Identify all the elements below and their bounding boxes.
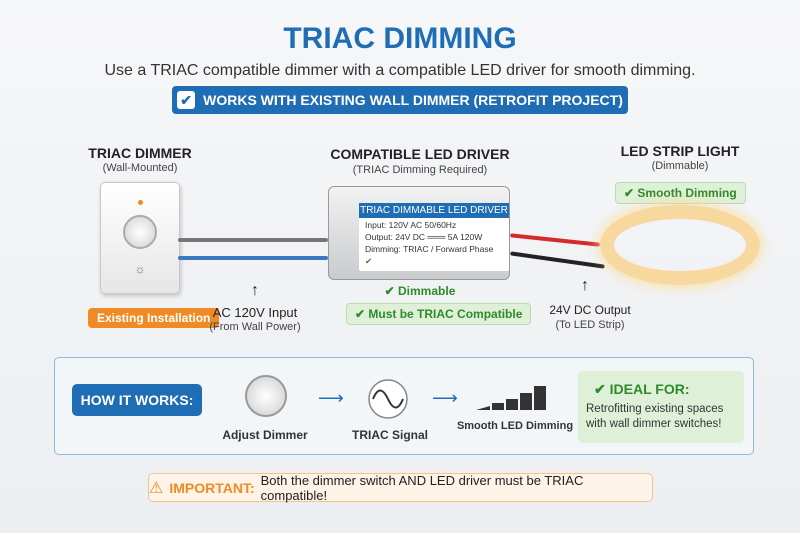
wire-gray — [178, 238, 328, 242]
ideal-for-title: ✔ IDEAL FOR: — [594, 381, 690, 397]
driver-dimming-spec: Dimming: TRIAC / Forward Phase — [365, 244, 494, 254]
smooth-dimming-badge: ✔ Smooth Dimming — [615, 182, 746, 204]
step-adjust-dimmer: Adjust Dimmer — [222, 428, 308, 442]
wire-black — [510, 251, 605, 269]
strip-subtitle: (Dimmable) — [651, 160, 709, 172]
dimmer-subtitle: (Wall-Mounted) — [102, 162, 178, 174]
ideal-for-text: Retrofitting existing spaces with wall d… — [586, 403, 724, 430]
light-icon: ☼ — [134, 262, 146, 276]
strip-title: LED STRIP LIGHT — [620, 143, 740, 159]
important-text: Both the dimmer switch AND LED driver mu… — [260, 472, 584, 503]
step-smooth-dimming: Smooth LED Dimming — [456, 420, 574, 432]
driver-input-spec: Input: 120V AC 50/60Hz — [365, 220, 457, 230]
page-title: TRIAC DIMMING — [283, 22, 517, 55]
page-subtitle: Use a TRIAC compatible dimmer with a com… — [104, 62, 696, 79]
compat-text: Must be TRIAC Compatible — [368, 307, 523, 321]
ideal-for-box: ✔ IDEAL FOR: Retrofitting existing space… — [578, 371, 744, 443]
existing-installation-badge: Existing Installation — [88, 308, 220, 328]
dimmable-text: Dimmable — [398, 284, 456, 298]
retrofit-banner: ✔ WORKS WITH EXISTING WALL DIMMER (RETROF… — [172, 86, 628, 114]
dimmer-knob-icon — [123, 215, 157, 249]
driver-label: TRIAC DIMMABLE LED DRIVER Input: 120V AC… — [359, 203, 509, 271]
important-label: IMPORTANT: — [169, 479, 255, 496]
signal-bars-icon — [476, 386, 546, 410]
input-subtitle: (From Wall Power) — [209, 321, 301, 333]
driver-output-spec: Output: 24V DC ═══ 5A 120W — [365, 232, 483, 242]
input-title: AC 120V Input — [212, 305, 298, 320]
arrow-right-icon: ⟶ — [318, 388, 344, 408]
warning-icon: ⚠ — [149, 479, 164, 497]
arrow-right-icon: ⟶ — [432, 388, 458, 408]
triac-compatible-badge: ✔ Must be TRIAC Compatible — [346, 303, 532, 325]
arrow-up-icon: ↑ — [581, 277, 589, 294]
wire-blue — [178, 256, 328, 260]
ideal-title-text: IDEAL FOR: — [609, 381, 690, 397]
smooth-dimming-text: Smooth Dimming — [637, 186, 737, 200]
output-subtitle: (To LED Strip) — [555, 319, 625, 331]
arrow-up-icon: ↑ — [251, 282, 259, 299]
indicator-led-icon — [138, 200, 143, 205]
step-triac-signal: TRIAC Signal — [351, 428, 428, 442]
check-icon: ✔ — [177, 91, 196, 109]
driver-subtitle: (TRIAC Dimming Required) — [352, 164, 488, 176]
dimmer-knob-icon — [245, 375, 287, 417]
wire-red — [510, 233, 600, 247]
check-icon: ✔ — [365, 256, 373, 266]
driver-title: COMPATIBLE LED DRIVER — [330, 146, 510, 162]
how-it-works-label: HOW IT WORKS: — [72, 384, 202, 416]
dimmable-label: ✔ Dimmable — [384, 284, 456, 298]
driver-label-header: TRIAC DIMMABLE LED DRIVER — [359, 203, 509, 218]
led-strip-reel — [600, 205, 760, 285]
sine-wave-icon — [368, 379, 408, 419]
important-notice: ⚠ IMPORTANT: Both the dimmer switch AND … — [148, 472, 653, 503]
banner-text: WORKS WITH EXISTING WALL DIMMER (RETROFI… — [203, 92, 623, 108]
dimmer-title: TRIAC DIMMER — [88, 145, 192, 161]
output-title: 24V DC Output — [549, 303, 631, 317]
